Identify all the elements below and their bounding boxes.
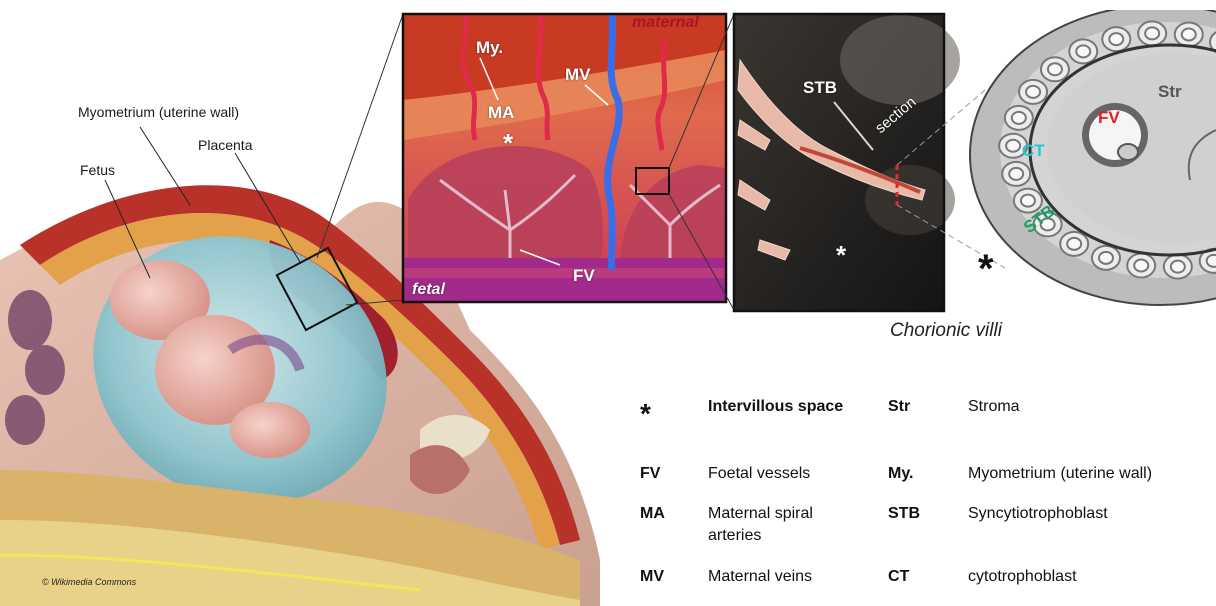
ct-nucleus [1026, 86, 1040, 98]
label-mv: MV [565, 65, 591, 85]
label-str: Str [1158, 82, 1182, 102]
legend-text-5: Maternal spiral arteries [708, 503, 848, 547]
caption-chorionic-villi: Chorionic villi [890, 320, 1002, 342]
label-stb-micrograph: STB [803, 78, 837, 98]
ct-nucleus [1171, 261, 1185, 273]
legend-text-6: Syncytiotrophoblast [968, 503, 1108, 525]
legend-text-2: Stroma [968, 396, 1020, 418]
label-star-inset2: * [836, 240, 846, 271]
ct-nucleus [1009, 168, 1023, 180]
legend-text-4: Myometrium (uterine wall) [968, 463, 1152, 485]
label-ct: CT [1022, 141, 1045, 161]
ct-nucleus [1182, 28, 1196, 40]
ct-nucleus [1048, 63, 1062, 75]
ct-nucleus [1207, 255, 1216, 267]
label-my: My. [476, 38, 503, 58]
legend-sym-1: * [640, 398, 651, 430]
legend-sym-3: FV [640, 465, 660, 483]
credit-text: © Wikimedia Commons [42, 577, 136, 587]
legend-sym-7: MV [640, 568, 664, 586]
ct-nucleus [1021, 195, 1035, 207]
ct-nucleus [1012, 112, 1026, 124]
label-star-cross: * [978, 247, 994, 292]
legend-sym-4: My. [888, 465, 913, 483]
label-fv: FV [573, 266, 595, 286]
ct-nucleus [1099, 252, 1113, 264]
legend-sym-5: MA [640, 505, 665, 523]
label-placenta: Placenta [198, 137, 252, 153]
label-ma: MA [488, 103, 514, 123]
label-fv-cross: FV [1098, 108, 1120, 128]
inset-placenta-zoom [403, 14, 726, 302]
label-maternal: maternal [632, 14, 699, 32]
inset-micrograph [734, 14, 960, 311]
legend-sym-8: CT [888, 568, 909, 586]
ct-nucleus [1145, 27, 1159, 39]
legend-sym-2: Str [888, 398, 910, 416]
label-star-inset1: * [503, 128, 513, 159]
ct-nucleus [1067, 238, 1081, 250]
label-myometrium: Myometrium (uterine wall) [78, 104, 239, 120]
label-fetal: fetal [412, 281, 445, 299]
label-fetus: Fetus [80, 162, 115, 178]
villus-cross-section [970, 5, 1216, 305]
ct-nucleus [1134, 260, 1148, 272]
legend-sym-6: STB [888, 505, 920, 523]
legend-text-7: Maternal veins [708, 566, 812, 588]
ct-nucleus [1076, 45, 1090, 57]
ct-nucleus [1109, 33, 1123, 45]
legend-text-1: Intervillous space [708, 396, 848, 418]
ct-nucleus [1006, 140, 1020, 152]
legend-text-8: cytotrophoblast [968, 566, 1077, 588]
legend-text-3: Foetal vessels [708, 463, 810, 485]
